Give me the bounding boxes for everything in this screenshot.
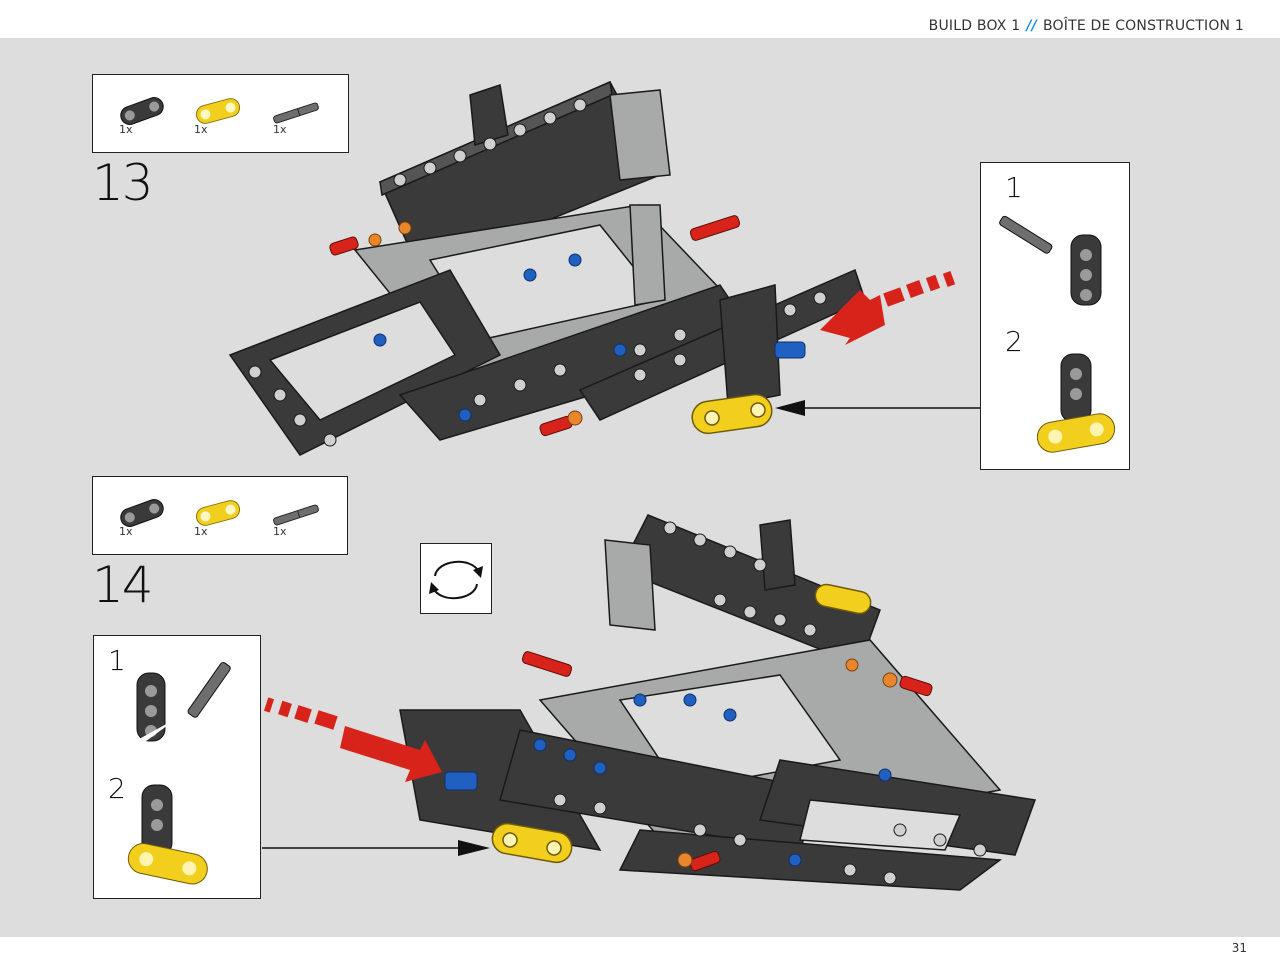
step13-parts-list: 1x 1x 1x [92, 74, 349, 153]
step14-substep2-illustration [127, 784, 208, 885]
step13-part2-qty: 1x [194, 123, 208, 136]
grey-axle-pin-icon [273, 102, 319, 124]
rotate-model-icon [420, 543, 492, 614]
yellow-connector-icon [195, 98, 241, 124]
step-13-number: 13 [92, 154, 154, 212]
black-connector-icon [120, 499, 164, 527]
step14-substep1-illustration [121, 662, 231, 755]
header-title: BUILD BOX 1 // BOÎTE DE CONSTRUCTION 1 [929, 18, 1244, 34]
step-14-number: 14 [92, 556, 154, 614]
step13-substep-1: 1 [1005, 171, 1023, 204]
grey-axle-pin-icon [273, 504, 319, 526]
step13-substep1-illustration [999, 215, 1119, 323]
step13-substep2-illustration [1036, 353, 1116, 453]
step13-substep-2: 2 [1005, 325, 1023, 358]
step14-substep-2: 2 [108, 772, 126, 805]
header-title-fr: BOÎTE DE CONSTRUCTION 1 [1042, 18, 1244, 34]
black-connector-icon [120, 97, 164, 125]
step14-part3-qty: 1x [273, 525, 287, 538]
header-separator: // [1026, 18, 1037, 34]
page-footer: 31 [0, 937, 1280, 974]
step13-callout: 1 2 [980, 162, 1130, 470]
step13-part3-qty: 1x [273, 123, 287, 136]
yellow-connector-icon [195, 500, 241, 526]
step13-part1-qty: 1x [119, 123, 133, 136]
step14-part1-qty: 1x [119, 525, 133, 538]
step14-part2-qty: 1x [194, 525, 208, 538]
header-title-en: BUILD BOX 1 [928, 18, 1021, 34]
page-number: 31 [1231, 941, 1247, 955]
step14-callout: 1 2 [93, 635, 261, 899]
page-header: BUILD BOX 1 // BOÎTE DE CONSTRUCTION 1 [0, 0, 1280, 38]
step14-substep-1: 1 [108, 644, 126, 677]
step14-parts-list: 1x 1x 1x [92, 476, 348, 555]
